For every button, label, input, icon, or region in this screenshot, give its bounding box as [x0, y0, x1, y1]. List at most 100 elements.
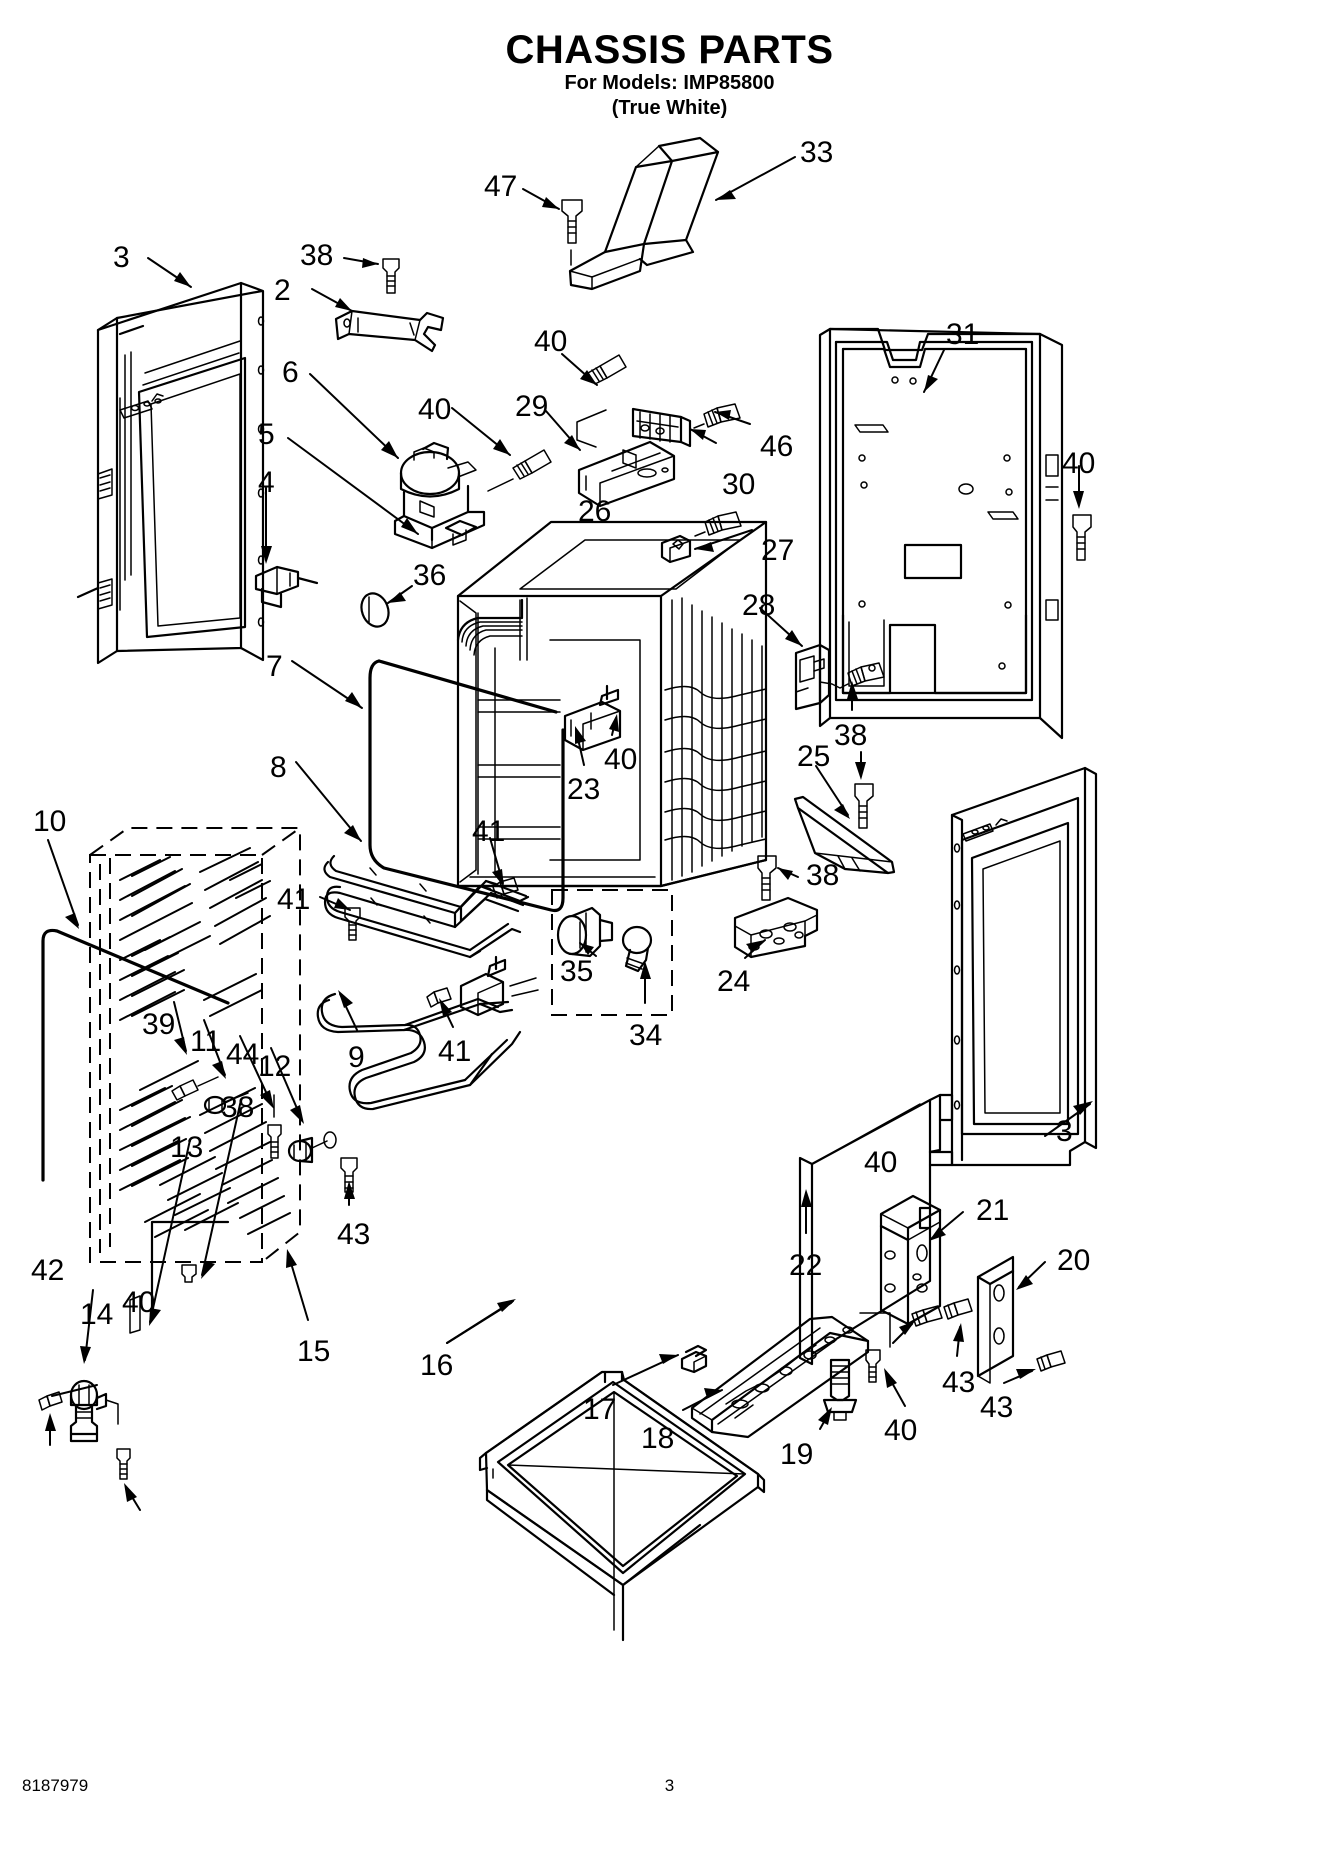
footer-part-number: 8187979: [22, 1776, 89, 1795]
part-36-grommet: [357, 586, 412, 630]
part-16-drawer-panel: [447, 1299, 764, 1640]
part-14-leveling-leg: [52, 1290, 118, 1441]
callout-38: 38: [806, 859, 840, 892]
part-29-rail: [546, 410, 674, 506]
page-subtitle-color: (True White): [611, 97, 728, 119]
screw-40-rail: [562, 354, 626, 385]
part-30-clip: [633, 409, 716, 446]
callout-5: 5: [258, 418, 275, 451]
callout-40: 40: [864, 1146, 898, 1179]
callout-40: 40: [884, 1414, 918, 1447]
screw-43-left: [341, 1158, 357, 1205]
screw-38-lower: [758, 856, 798, 900]
callout-41: 41: [472, 815, 506, 848]
part-34-bulb: [623, 927, 651, 1003]
part-44-screw: [240, 1036, 281, 1158]
callout-14: 14: [80, 1298, 114, 1331]
part-3-right-door-frame: [930, 768, 1096, 1165]
part-6-lock-motor: [310, 374, 484, 548]
screw-38-gusset: [855, 752, 873, 828]
part-39-screw: [172, 1002, 218, 1100]
page-title: CHASSIS PARTS: [505, 28, 834, 72]
part-21-bracket: [881, 1196, 963, 1324]
part-17-clip: [613, 1346, 706, 1385]
callout-43: 43: [337, 1218, 371, 1251]
callout-38: 38: [834, 719, 868, 752]
screw-40-leg: [117, 1449, 140, 1510]
callout-41: 41: [277, 883, 311, 916]
callout-17: 17: [583, 1393, 617, 1426]
callout-31: 31: [946, 318, 980, 351]
part-13-inner-panel: [152, 1222, 228, 1318]
callout-43: 43: [980, 1391, 1014, 1424]
callout-47: 47: [484, 170, 518, 203]
callout-40: 40: [122, 1286, 156, 1319]
callout-46: 46: [760, 430, 794, 463]
screw-27: [695, 512, 741, 536]
callout-40: 40: [534, 325, 568, 358]
callout-13: 13: [170, 1131, 204, 1164]
part-10-wire: [43, 840, 228, 1180]
callout-10: 10: [33, 805, 67, 838]
screw-40-bottom: [860, 1313, 905, 1406]
callout-39: 39: [142, 1008, 176, 1041]
part-35-lamp-socket: [558, 908, 612, 956]
callout-22: 22: [789, 1249, 823, 1282]
callout-11: 11: [190, 1025, 222, 1058]
part-7-gasket: [292, 661, 563, 911]
part-11-grommet: [204, 1020, 248, 1113]
screw-42: [39, 1392, 62, 1445]
part-18-rail: [683, 1317, 868, 1437]
part-3-left-door-frame: [78, 258, 264, 663]
callout-7: 7: [266, 650, 283, 683]
part-5-leader: [288, 438, 418, 534]
callout-16: 16: [420, 1349, 454, 1382]
callout-20: 20: [1057, 1244, 1091, 1277]
callout-35: 35: [560, 955, 594, 988]
callout-24: 24: [717, 965, 751, 998]
callout-36: 36: [413, 559, 447, 592]
callout-18: 18: [641, 1422, 675, 1455]
callout-3: 3: [1056, 1115, 1073, 1148]
part-22-side-panel: [800, 1095, 940, 1364]
callout-44: 44: [226, 1038, 260, 1071]
callout-25: 25: [797, 740, 831, 773]
part-38-inner: [182, 1100, 241, 1282]
part-9-bake-element: [318, 957, 538, 1109]
callout-8: 8: [270, 751, 287, 784]
callout-43: 43: [942, 1366, 976, 1399]
callout-40: 40: [418, 393, 452, 426]
callout-12: 12: [258, 1050, 292, 1083]
part-26-clip: [662, 530, 752, 562]
callout-29: 29: [515, 390, 549, 423]
part-20-strike-plate: [978, 1257, 1045, 1383]
callout-23: 23: [567, 773, 601, 806]
callout-6: 6: [282, 356, 299, 389]
part-31-back-panel: [820, 329, 1062, 738]
callout-4: 4: [258, 466, 275, 499]
screw-38-top: [344, 258, 399, 293]
screw-40-back-panel: [1073, 466, 1091, 560]
part-12-grommet: [271, 1048, 336, 1162]
screw-47: [523, 189, 582, 265]
callout-33: 33: [800, 136, 834, 169]
oven-cavity: [458, 522, 766, 886]
part-24-bracket-plate: [735, 898, 817, 958]
part-23-terminal-block: [565, 686, 620, 765]
callout-40: 40: [604, 743, 638, 776]
lamp-region-dashed: [552, 890, 672, 1015]
part-2-bracket: [312, 289, 443, 351]
callout-28: 28: [742, 589, 776, 622]
callout-19: 19: [780, 1438, 814, 1471]
screw-40-lock: [452, 408, 551, 491]
part-15-cabinet-outline: [90, 828, 308, 1320]
callout-40: 40: [1062, 447, 1096, 480]
callout-21: 21: [976, 1194, 1010, 1227]
part-4-bracket: [256, 488, 317, 607]
screw-43-b: [1004, 1351, 1065, 1383]
part-28-bracket: [760, 608, 848, 709]
callout-30: 30: [722, 468, 756, 501]
part-19-leveler: [818, 1360, 856, 1429]
